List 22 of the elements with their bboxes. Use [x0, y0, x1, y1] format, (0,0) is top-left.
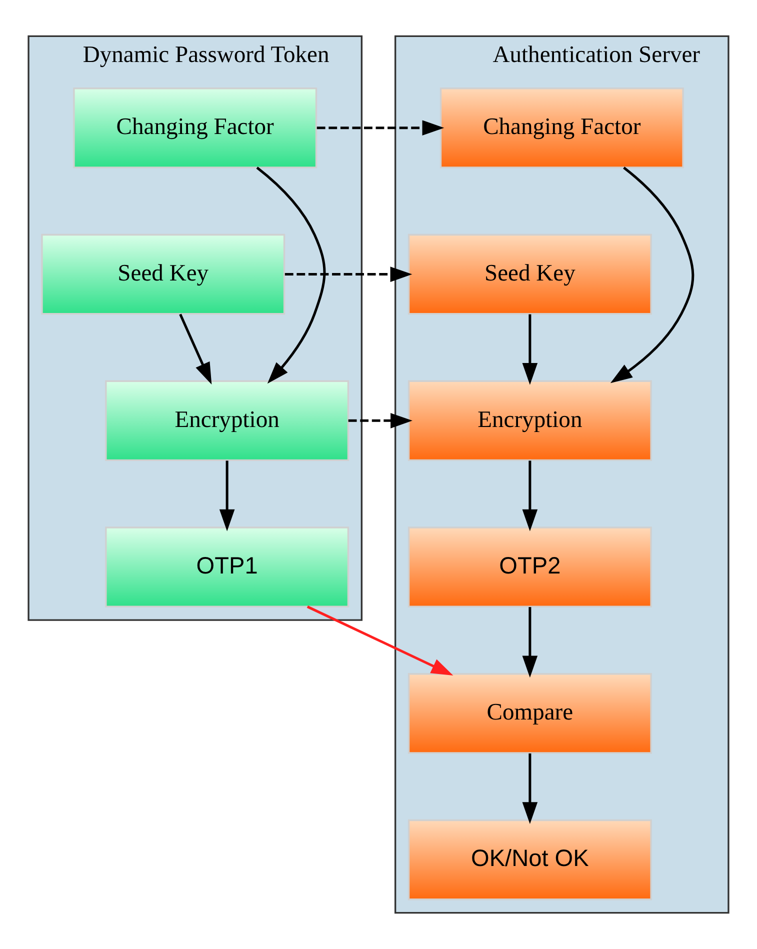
node-box: Changing Factor	[73, 88, 318, 168]
node-box: Seed Key	[408, 234, 652, 315]
arrow	[219, 460, 235, 532]
arrow	[179, 314, 212, 385]
arrow	[522, 607, 538, 678]
arrow	[610, 166, 694, 384]
node-box: Changing Factor	[440, 88, 684, 168]
node-box: Encryption	[105, 380, 350, 462]
arrow	[306, 606, 454, 676]
arrow	[348, 413, 412, 428]
node-box: Seed Key	[41, 234, 286, 315]
arrow	[522, 314, 538, 385]
node-box: Compare	[408, 673, 652, 754]
node-box: OTP1	[105, 526, 350, 608]
arrow	[256, 166, 326, 384]
arrow	[316, 120, 444, 136]
node-box: OTP2	[408, 526, 652, 608]
arrow	[522, 460, 538, 532]
node-box: Encryption	[408, 380, 652, 462]
node-box: OK/Not OK	[408, 819, 652, 900]
arrow	[284, 266, 412, 282]
arrow	[522, 753, 538, 824]
